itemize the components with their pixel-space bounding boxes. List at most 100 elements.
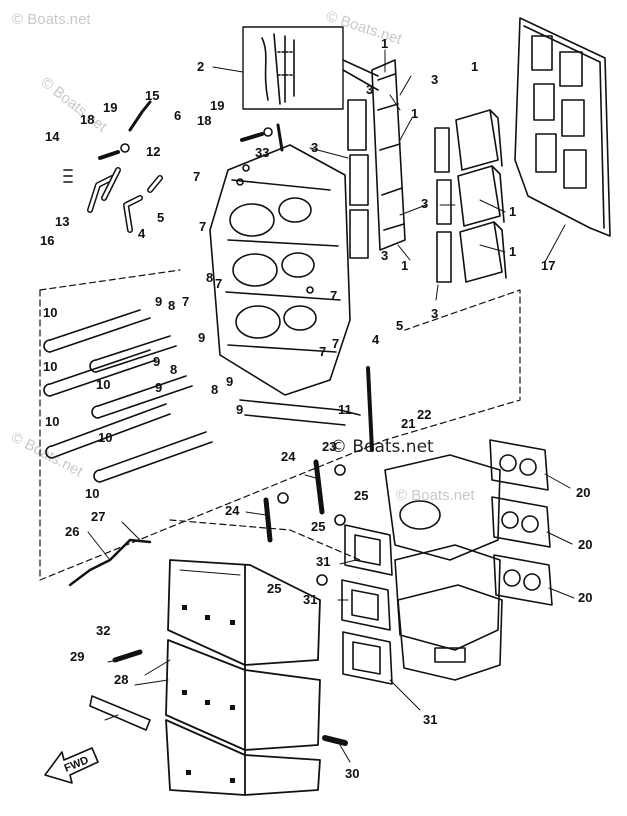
part-label: 18 <box>80 112 94 127</box>
part-label: 10 <box>96 377 110 392</box>
part-label: 7 <box>193 169 200 184</box>
pin-30 <box>322 735 348 746</box>
assembly-outline <box>39 269 521 581</box>
part-label: 8 <box>211 382 218 397</box>
part-label: 7 <box>182 294 189 309</box>
silencer-cover <box>165 559 321 796</box>
part-label: 5 <box>157 210 164 225</box>
watermark: © Boats.net <box>12 11 91 28</box>
part-label: 23 <box>322 439 336 454</box>
part-label: 7 <box>215 276 222 291</box>
part-labels: 2 1 1 1 1 1 1 3 3 3 3 3 3 15 19 18 6 19 … <box>40 36 592 781</box>
part-label: 5 <box>396 318 403 333</box>
part-label: 3 <box>421 196 428 211</box>
part-label: 29 <box>70 649 84 664</box>
part-label: 10 <box>98 430 112 445</box>
bolt-32 <box>112 649 143 663</box>
part-label: 15 <box>145 88 159 103</box>
leader-lines <box>87 49 575 763</box>
u-hoses <box>43 309 213 483</box>
part-label: 6 <box>174 108 181 123</box>
part-label: 7 <box>330 288 337 303</box>
part-label: 20 <box>576 485 590 500</box>
part-label: 13 <box>55 214 69 229</box>
part-label: 12 <box>146 144 160 159</box>
part-label: 7 <box>319 344 326 359</box>
part-label: 8 <box>206 270 213 285</box>
part-label: 22 <box>417 407 431 422</box>
fwd-arrow: FWD <box>44 747 99 784</box>
part-label: 31 <box>423 712 437 727</box>
part-label: 7 <box>199 219 206 234</box>
gaskets-20 <box>489 439 553 606</box>
part-label: 1 <box>509 244 516 259</box>
part-label: 19 <box>210 98 224 113</box>
part-label: 25 <box>311 519 325 534</box>
part-label: 9 <box>226 374 233 389</box>
part-label: 20 <box>578 537 592 552</box>
hoses <box>87 167 163 233</box>
part-label: 20 <box>578 590 592 605</box>
part-label: 8 <box>168 298 175 313</box>
watermark: © Boats.net <box>324 8 405 49</box>
part-label: 9 <box>236 402 243 417</box>
part-label: 14 <box>45 129 60 144</box>
bolts <box>63 123 284 183</box>
part-label: 3 <box>431 306 438 321</box>
part-label: 8 <box>170 362 177 377</box>
gaskets-31 <box>341 524 393 685</box>
part-label: 4 <box>372 332 380 347</box>
carburetors <box>384 454 503 681</box>
part-label: 24 <box>281 449 296 464</box>
part-label: 1 <box>411 106 418 121</box>
part-label: 28 <box>114 672 128 687</box>
watermark: © Boats.net <box>396 487 475 504</box>
reed-valves <box>455 109 507 283</box>
part-label: 10 <box>45 414 59 429</box>
part-label: 1 <box>509 204 516 219</box>
inset-detail <box>242 26 379 110</box>
part-label: 11 <box>338 402 352 417</box>
decal-29 <box>89 695 151 731</box>
tube-11 <box>239 399 361 426</box>
part-label: 32 <box>96 623 110 638</box>
reed-plate-stack <box>347 59 452 283</box>
part-label: 9 <box>155 380 162 395</box>
part-label: 3 <box>431 72 438 87</box>
part-label: 25 <box>267 581 281 596</box>
part-label: 33 <box>255 145 269 160</box>
link-rods <box>263 366 374 586</box>
part-label: 9 <box>198 330 205 345</box>
part-label: 19 <box>103 100 117 115</box>
watermark: © Boats.net <box>38 74 111 136</box>
part-label: 21 <box>401 416 415 431</box>
part-label: 9 <box>155 294 162 309</box>
part-label: 4 <box>138 226 146 241</box>
part-label: 1 <box>381 36 388 51</box>
gasket-17 <box>514 17 611 237</box>
part-label: 3 <box>366 82 373 97</box>
part-label: 7 <box>332 336 339 351</box>
part-label: 10 <box>85 486 99 501</box>
part-label: 25 <box>354 488 368 503</box>
part-label: 31 <box>316 554 330 569</box>
part-label: 24 <box>225 503 240 518</box>
part-label: 10 <box>43 359 57 374</box>
bracket-15 <box>128 100 152 132</box>
part-label: 27 <box>91 509 105 524</box>
part-label: 1 <box>471 59 478 74</box>
part-label: 2 <box>197 59 204 74</box>
part-label: 1 <box>401 258 408 273</box>
intake-manifold <box>209 144 351 396</box>
part-label: 26 <box>65 524 79 539</box>
part-label: 9 <box>153 354 160 369</box>
watermark-main: © Boats.net <box>330 437 434 457</box>
part-label: 3 <box>381 248 388 263</box>
part-label: 31 <box>303 592 317 607</box>
part-label: 17 <box>541 258 555 273</box>
part-label: 30 <box>345 766 359 781</box>
part-label: 16 <box>40 233 54 248</box>
part-label: 10 <box>43 305 57 320</box>
